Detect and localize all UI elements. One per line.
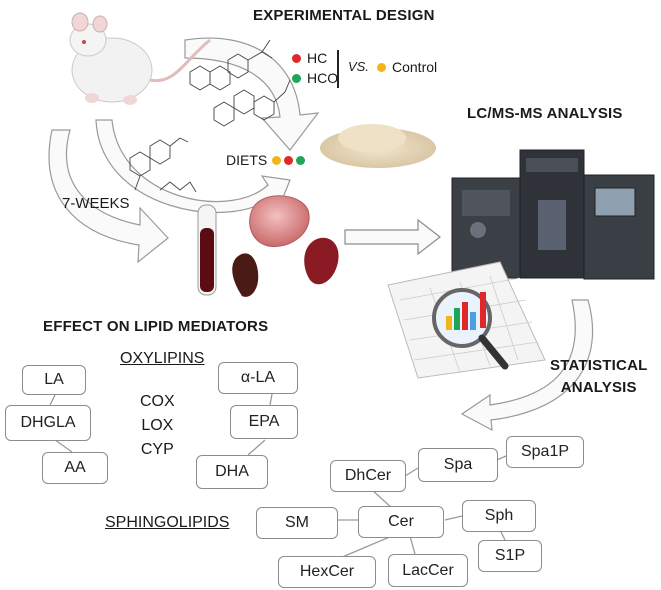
node-spa: Spa bbox=[418, 448, 498, 482]
liver-organ bbox=[249, 195, 310, 248]
node-epa: EPA bbox=[230, 405, 298, 439]
diet-dots bbox=[272, 156, 305, 165]
legend-hco: HCO bbox=[292, 68, 338, 88]
legend-control: Control bbox=[377, 59, 437, 75]
vs-label: VS. bbox=[348, 59, 369, 74]
node-dhcer: DhCer bbox=[330, 460, 406, 492]
sphingolipid-connectors bbox=[338, 455, 507, 559]
node-alpha-la: α-LA bbox=[218, 362, 298, 394]
curved-arrow-weeks bbox=[48, 129, 169, 264]
blood-tube bbox=[197, 204, 217, 296]
node-aa: AA bbox=[42, 452, 108, 484]
legend-divider bbox=[337, 50, 339, 88]
diet-dot-hco bbox=[296, 156, 305, 165]
diet-dot-control bbox=[272, 156, 281, 165]
statistical-analysis-title: STATISTICAL ANALYSIS bbox=[550, 355, 647, 399]
node-hexcer: HexCer bbox=[278, 556, 376, 588]
curved-arrow-down bbox=[184, 37, 320, 151]
statistical-line-2: ANALYSIS bbox=[560, 379, 637, 396]
arrow-to-lcms bbox=[344, 218, 441, 256]
node-cer: Cer bbox=[358, 506, 444, 538]
node-sph: Sph bbox=[462, 500, 536, 532]
lcms-title: LC/MS-MS ANALYSIS bbox=[467, 105, 623, 122]
control-dot bbox=[377, 62, 386, 72]
hco-dot bbox=[292, 73, 301, 83]
molecule-sketch-1 bbox=[129, 39, 291, 193]
hc-label: HC bbox=[307, 50, 328, 66]
sphingolipids-title: SPHINGOLIPIDS bbox=[105, 514, 230, 531]
effect-title: EFFECT ON LIPID MEDIATORS bbox=[43, 318, 269, 335]
node-la: LA bbox=[22, 365, 86, 395]
control-label: Control bbox=[392, 59, 438, 75]
experimental-design-title: EXPERIMENTAL DESIGN bbox=[253, 7, 435, 24]
oxylipin-connectors bbox=[49, 393, 273, 456]
lcms-instrument bbox=[451, 149, 655, 280]
spleen-organ bbox=[232, 253, 259, 297]
node-dhgla: DHGLA bbox=[5, 405, 91, 441]
weeks-label: 7-WEEKS bbox=[62, 195, 130, 212]
enzyme-cyp: CYP bbox=[140, 441, 174, 458]
arrow-to-statistics bbox=[460, 299, 594, 432]
node-spa1p: Spa1P bbox=[506, 436, 584, 468]
rat-image bbox=[69, 12, 211, 105]
diets-label: DIETS bbox=[226, 152, 268, 168]
legend-hc: HC bbox=[292, 48, 338, 68]
enzyme-lox: LOX bbox=[141, 417, 174, 434]
hco-label: HCO bbox=[307, 70, 339, 86]
oxylipins-title: OXYLIPINS bbox=[120, 350, 205, 367]
node-s1p: S1P bbox=[478, 540, 542, 572]
enzyme-list: COX LOX CYP bbox=[140, 390, 175, 462]
node-laccer: LacCer bbox=[388, 554, 468, 587]
statistical-line-1: STATISTICAL bbox=[550, 357, 648, 374]
node-dha: DHA bbox=[196, 455, 268, 489]
enzyme-cox: COX bbox=[140, 393, 175, 410]
hc-dot bbox=[292, 53, 301, 63]
analysis-chart-image bbox=[387, 261, 546, 379]
heart-organ bbox=[304, 237, 339, 285]
diet-dot-hc bbox=[284, 156, 293, 165]
node-sm: SM bbox=[256, 507, 338, 539]
diet-legend: HC HCO bbox=[292, 48, 338, 88]
